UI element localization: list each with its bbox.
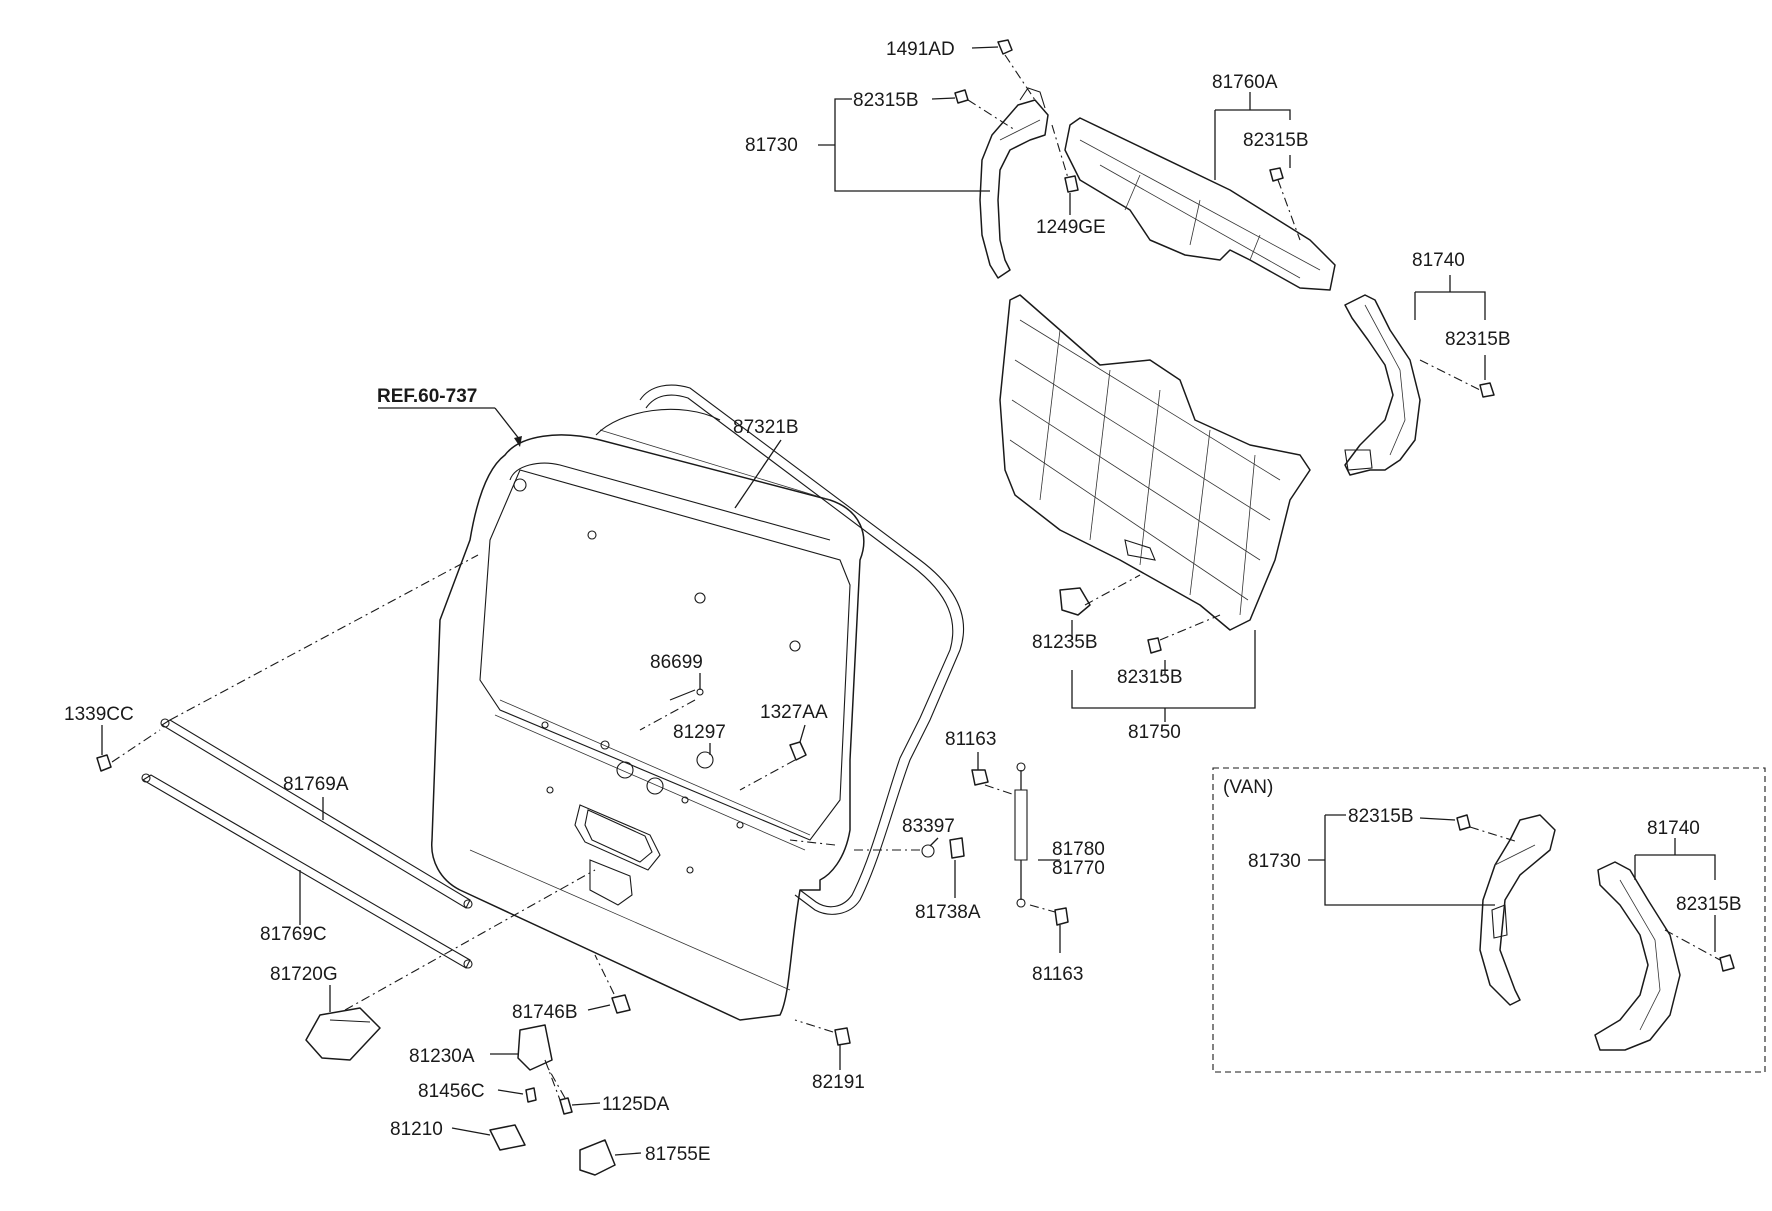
label-81740: 81740 <box>1412 250 1465 271</box>
reference-label: REF.60-737 <box>377 386 477 407</box>
label-81746b: 81746B <box>512 1002 578 1023</box>
label-81210: 81210 <box>390 1119 443 1140</box>
label-83397: 83397 <box>902 816 955 837</box>
label-81456c: 81456C <box>418 1081 485 1102</box>
label-van-81730: 81730 <box>1248 851 1301 872</box>
stays <box>141 718 473 969</box>
label-1249ge: 1249GE <box>1036 217 1106 238</box>
label-81769c: 81769C <box>260 924 327 945</box>
weatherstrip-87321b <box>639 384 965 915</box>
label-81769a: 81769A <box>283 774 349 795</box>
label-81230a: 81230A <box>409 1046 475 1067</box>
label-1339cc: 1339CC <box>64 704 134 725</box>
trim-panel-81750 <box>999 294 1311 631</box>
side-trim-81740 <box>1344 294 1421 476</box>
label-82315b-trim: 82315B <box>1117 667 1183 688</box>
van-inset: (VAN) <box>1212 767 1766 1073</box>
small-parts <box>96 39 1495 1176</box>
label-82315b-top: 82315B <box>853 90 919 111</box>
label-van-81740: 81740 <box>1647 818 1700 839</box>
leader-lines <box>101 46 1721 1156</box>
label-87321b: 87321B <box>733 417 799 438</box>
label-82315b-upper-right: 82315B <box>1243 130 1309 151</box>
label-1327aa: 1327AA <box>760 702 828 723</box>
gas-lifter <box>971 762 1069 926</box>
part-labels: REF.60-737 1491AD 82315B 81730 1249GE 81… <box>64 39 1742 1165</box>
label-81755e: 81755E <box>645 1144 711 1165</box>
label-82191: 82191 <box>812 1072 865 1093</box>
label-81780: 81780 <box>1052 839 1105 860</box>
label-81730: 81730 <box>745 135 798 156</box>
trim-81760a <box>1064 117 1336 291</box>
label-81297: 81297 <box>673 722 726 743</box>
label-81770: 81770 <box>1052 858 1105 879</box>
label-86699: 86699 <box>650 652 703 673</box>
label-81760a: 81760A <box>1212 72 1278 93</box>
label-van-82315b-upper: 82315B <box>1348 806 1414 827</box>
label-81738a: 81738A <box>915 902 981 923</box>
label-van-82315b-lower: 82315B <box>1676 894 1742 915</box>
label-1491ad: 1491AD <box>886 39 955 60</box>
label-82315b-side: 82315B <box>1445 329 1511 350</box>
label-1125da: 1125DA <box>602 1094 670 1115</box>
label-81235b: 81235B <box>1032 632 1098 653</box>
label-81163-lower: 81163 <box>1032 964 1083 985</box>
van-inset-title: (VAN) <box>1223 777 1273 798</box>
pillar-trim-81730 <box>979 87 1049 279</box>
label-81720g: 81720G <box>270 964 338 985</box>
label-81163-upper: 81163 <box>945 729 996 750</box>
label-81750: 81750 <box>1128 722 1181 743</box>
